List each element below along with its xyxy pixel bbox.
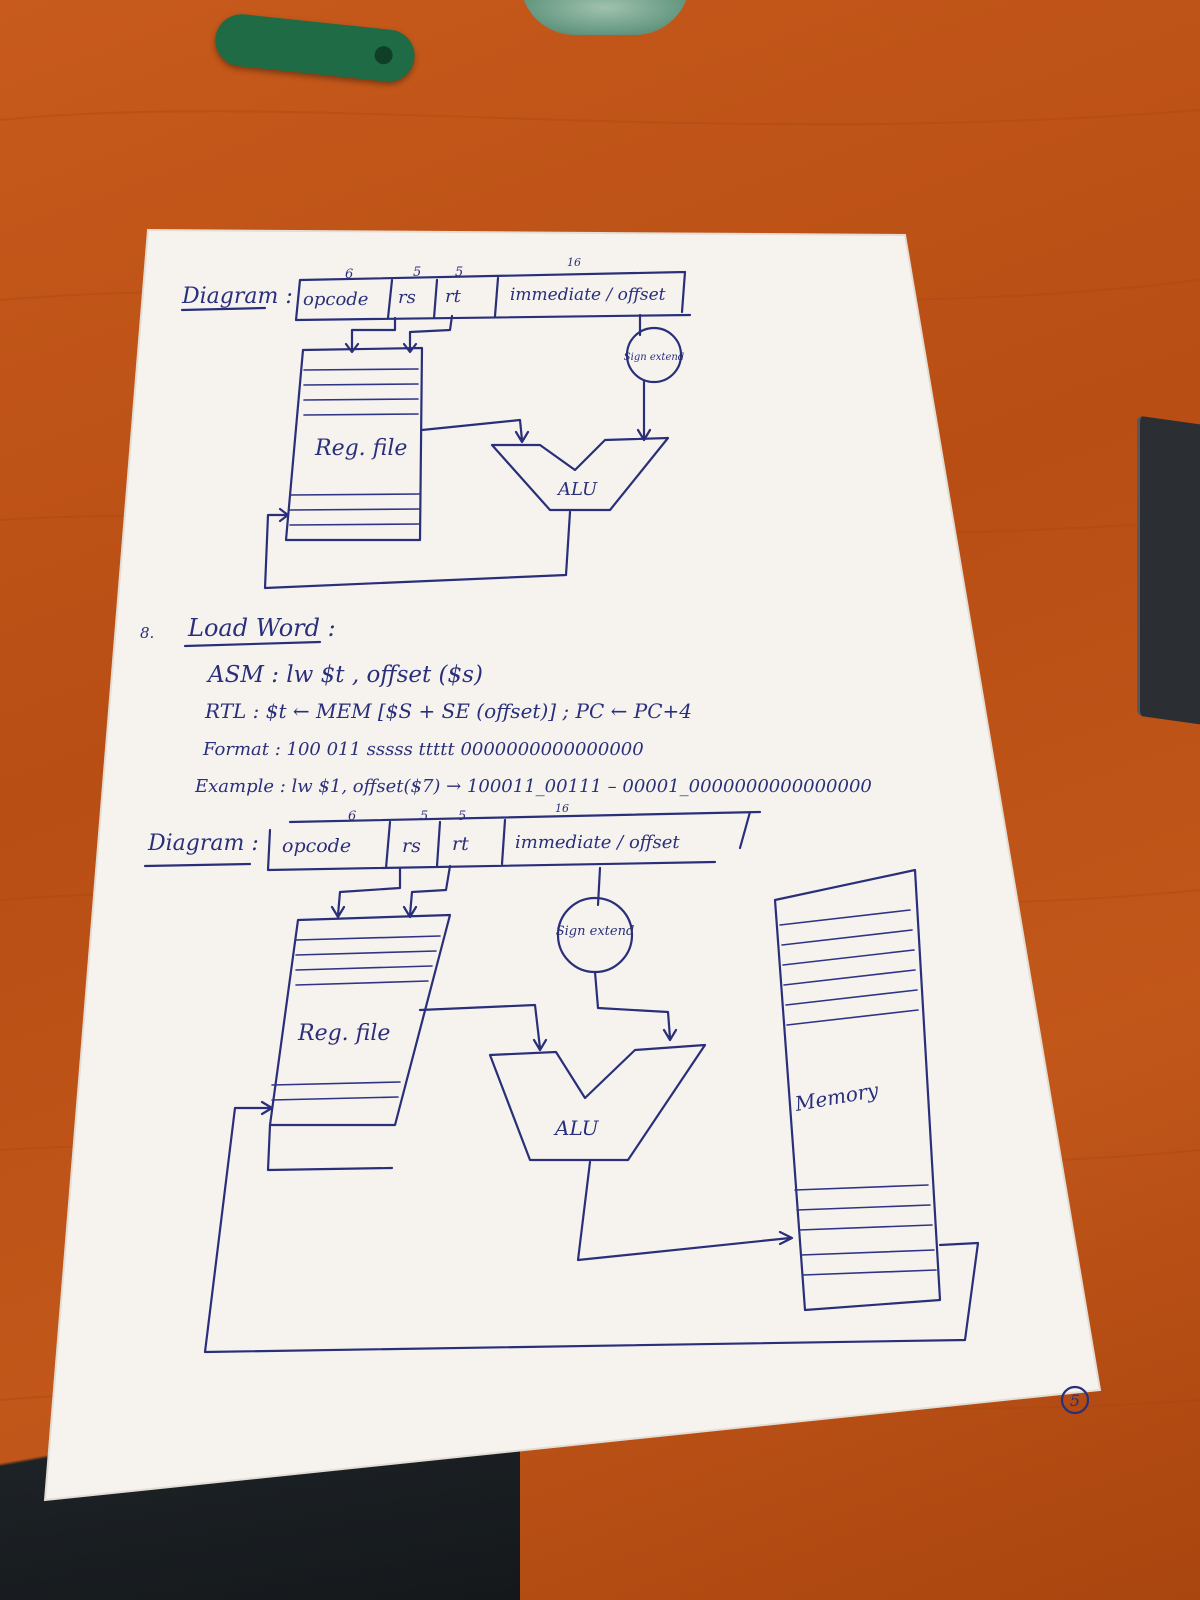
bit-width-opcode-2: 6 [348,809,356,824]
diagram-label-2-underline [143,862,252,868]
arrow-rt-to-regfile-1 [402,314,454,354]
lw-title-underline [183,640,322,648]
diagram-label-1-underline [180,306,267,312]
arrow-rs-to-regfile-2 [330,866,402,919]
arrow-regfile-to-alu-2 [418,1003,548,1052]
instr-format-box-1 [294,270,692,322]
lw-asm-line: ASM : lw $t , offset ($s) [206,662,483,688]
alu-1-shape [490,436,670,512]
lw-title: Load Word : [187,614,336,642]
lw-example-line: Example : lw $1, offset($7) → 100011_001… [194,776,872,797]
field-rt-2: rt [452,833,469,855]
regfile-1-label: Reg. file [314,436,407,461]
arrow-alu-to-memory [576,1160,794,1262]
arrow-sign-ext-to-alu-2 [593,970,678,1042]
regfile-1-rows [289,368,421,526]
field-imm-1: immediate / offset [510,285,666,305]
bit-width-imm-2: 16 [555,802,569,815]
field-imm-2: immediate / offset [515,832,680,853]
bit-width-rs-1: 5 [413,265,421,280]
field-opcode-1: opcode [303,289,368,310]
regfile-2-bottom-bracket [266,1123,394,1172]
regfile-2-rows [271,935,441,1101]
bit-width-rt-2: 5 [458,809,466,824]
field-rt-1: rt [445,286,462,307]
lw-format-line: Format : 100 011 sssss ttttt 00000000000… [202,739,644,760]
bit-width-imm-1: 16 [567,256,581,269]
diagram-label-2: Diagram : [147,831,259,856]
memory-writeback-loop [203,1100,980,1354]
sign-extend-label-1: Sign extend [624,352,684,363]
alu-1-writeback-loop [263,507,572,590]
memory-rows [779,909,937,1276]
regfile-2-outline [268,913,452,1127]
arrow-regfile-to-alu-1 [420,418,530,444]
sign-extend-circle-1 [625,326,683,384]
bit-width-opcode-1: 6 [345,267,353,282]
regfile-1-outline [284,346,424,542]
alu-2-shape [488,1043,707,1162]
field-opcode-2: opcode [282,835,351,857]
page-number: 5 [1070,1391,1080,1410]
alu-1-label: ALU [556,479,598,500]
instr-format-box-2 [266,810,762,872]
lw-section-number: 8. [140,624,154,642]
alu-2-label: ALU [553,1116,600,1140]
field-rs-2: rs [402,835,421,857]
memory-outline [773,868,942,1312]
regfile-2-label: Reg. file [297,1021,390,1046]
bit-width-rt-1: 5 [455,265,463,280]
page-number-circle [1060,1385,1090,1415]
arrow-rs-to-regfile-1 [344,316,397,354]
diagram-label-1: Diagram : [181,284,293,309]
field-rs-1: rs [398,287,416,308]
lw-rtl-line: RTL : $t ← MEM [$S + SE (offset)] ; PC ←… [204,699,692,723]
sign-extend-label-2: Sign extend [556,924,635,939]
arrow-sign-ext-to-alu-1 [636,380,652,442]
bit-width-rs-2: 5 [420,809,428,824]
